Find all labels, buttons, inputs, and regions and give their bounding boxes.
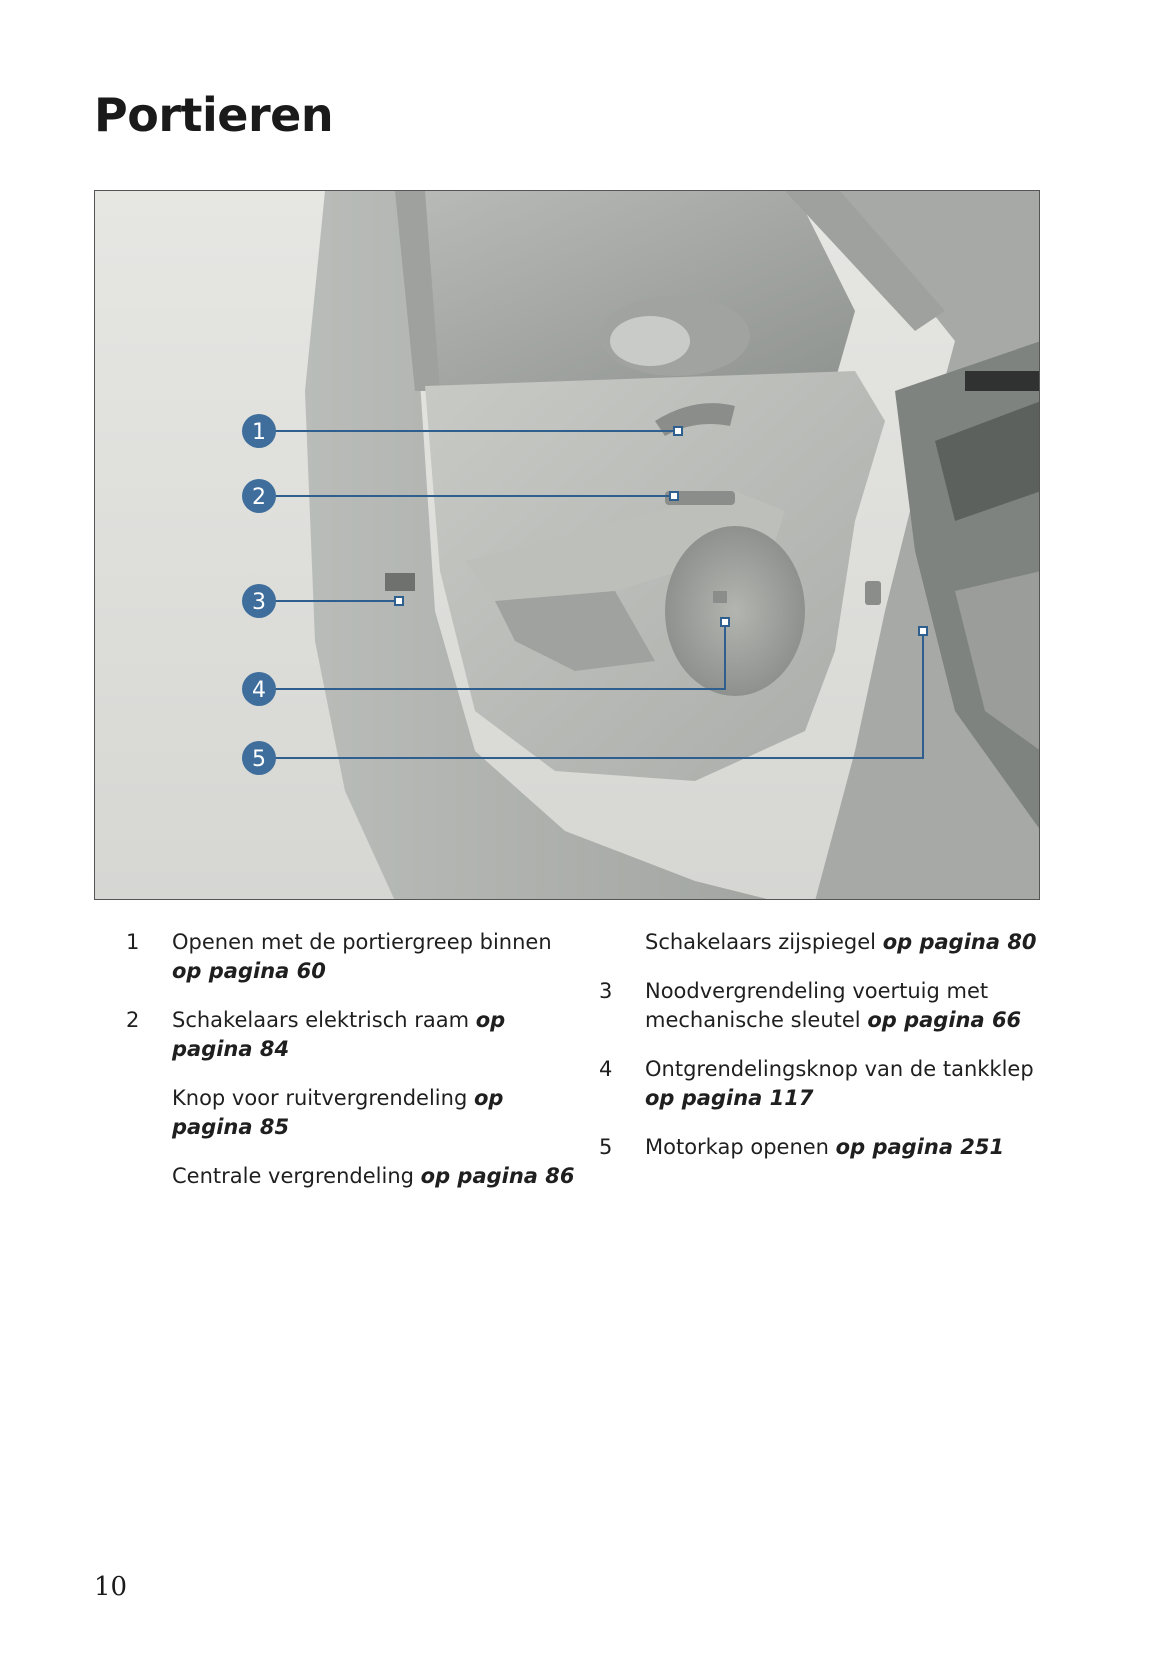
- page-reference-link[interactable]: op pagina 86: [420, 1164, 575, 1188]
- legend-item-number: 2: [126, 1008, 140, 1032]
- callout-1: 1: [242, 414, 276, 448]
- callout-4: 4: [242, 672, 276, 706]
- legend-subitem-window-lock: Knop voor ruitvergrendeling op pagina 85: [116, 1084, 576, 1142]
- page-reference-link[interactable]: op pagina 84: [172, 1008, 506, 1061]
- page-reference-link[interactable]: op pagina 66: [867, 1008, 1022, 1032]
- page-reference-link[interactable]: op pagina 80: [882, 930, 1037, 954]
- legend-item-number: 5: [599, 1135, 613, 1159]
- legend-item-text: Openen met de portiergreep binnen: [172, 930, 552, 954]
- legend-subitem-mirror-switches: Schakelaars zijspiegel op pagina 80: [589, 928, 1039, 957]
- callout-5-label: 5: [252, 747, 266, 772]
- legend-item-text: Schakelaars zijspiegel: [645, 930, 883, 954]
- legend-item-3: 3 Noodvergrendeling voertuig met mechani…: [589, 977, 1039, 1035]
- page-title: Portieren: [94, 88, 334, 142]
- legend-item-number: 3: [599, 979, 613, 1003]
- legend-right-column: Schakelaars zijspiegel op pagina 80 3 No…: [589, 928, 1039, 1182]
- legend-left-column: 1 Openen met de portiergreep binnen op p…: [116, 928, 576, 1211]
- page-reference-link[interactable]: op pagina 117: [645, 1086, 814, 1110]
- legend-subitem-central-locking: Centrale vergrendeling op pagina 86: [116, 1162, 576, 1191]
- callout-3: 3: [242, 584, 276, 618]
- callout-2: 2: [242, 479, 276, 513]
- page-reference-link[interactable]: op pagina 85: [172, 1086, 504, 1139]
- callout-3-label: 3: [252, 590, 266, 615]
- legend-item-text: Schakelaars elektrisch raam: [172, 1008, 476, 1032]
- legend-item-number: 1: [126, 930, 140, 954]
- legend-item-text: Knop voor ruitvergrendeling: [172, 1086, 474, 1110]
- legend-item-text: Motorkap openen: [645, 1135, 836, 1159]
- page-reference-link[interactable]: op pagina 60: [172, 959, 326, 983]
- legend-item-number: 4: [599, 1057, 613, 1081]
- legend-item-text: Centrale vergrendeling: [172, 1164, 421, 1188]
- callout-4-label: 4: [252, 678, 266, 703]
- legend-item-1: 1 Openen met de portiergreep binnen op p…: [116, 928, 576, 986]
- page-number: 10: [94, 1572, 128, 1602]
- legend-item-4: 4 Ontgrendelingsknop van de tankklep op …: [589, 1055, 1039, 1113]
- page-reference-link[interactable]: op pagina 251: [835, 1135, 1005, 1159]
- callout-2-label: 2: [252, 485, 266, 510]
- legend-item-text: Ontgrendelingsknop van de tankklep: [645, 1057, 1034, 1081]
- legend-item-text: Noodvergrendeling voertuig met mechanisc…: [645, 979, 989, 1032]
- callout-5: 5: [242, 741, 276, 775]
- legend-item-5: 5 Motorkap openen op pagina 251: [589, 1133, 1039, 1162]
- door-interior-illustration: 1 2 3 4 5: [94, 190, 1040, 900]
- legend-item-2: 2 Schakelaars elektrisch raam op pagina …: [116, 1006, 576, 1064]
- callout-1-label: 1: [252, 420, 266, 445]
